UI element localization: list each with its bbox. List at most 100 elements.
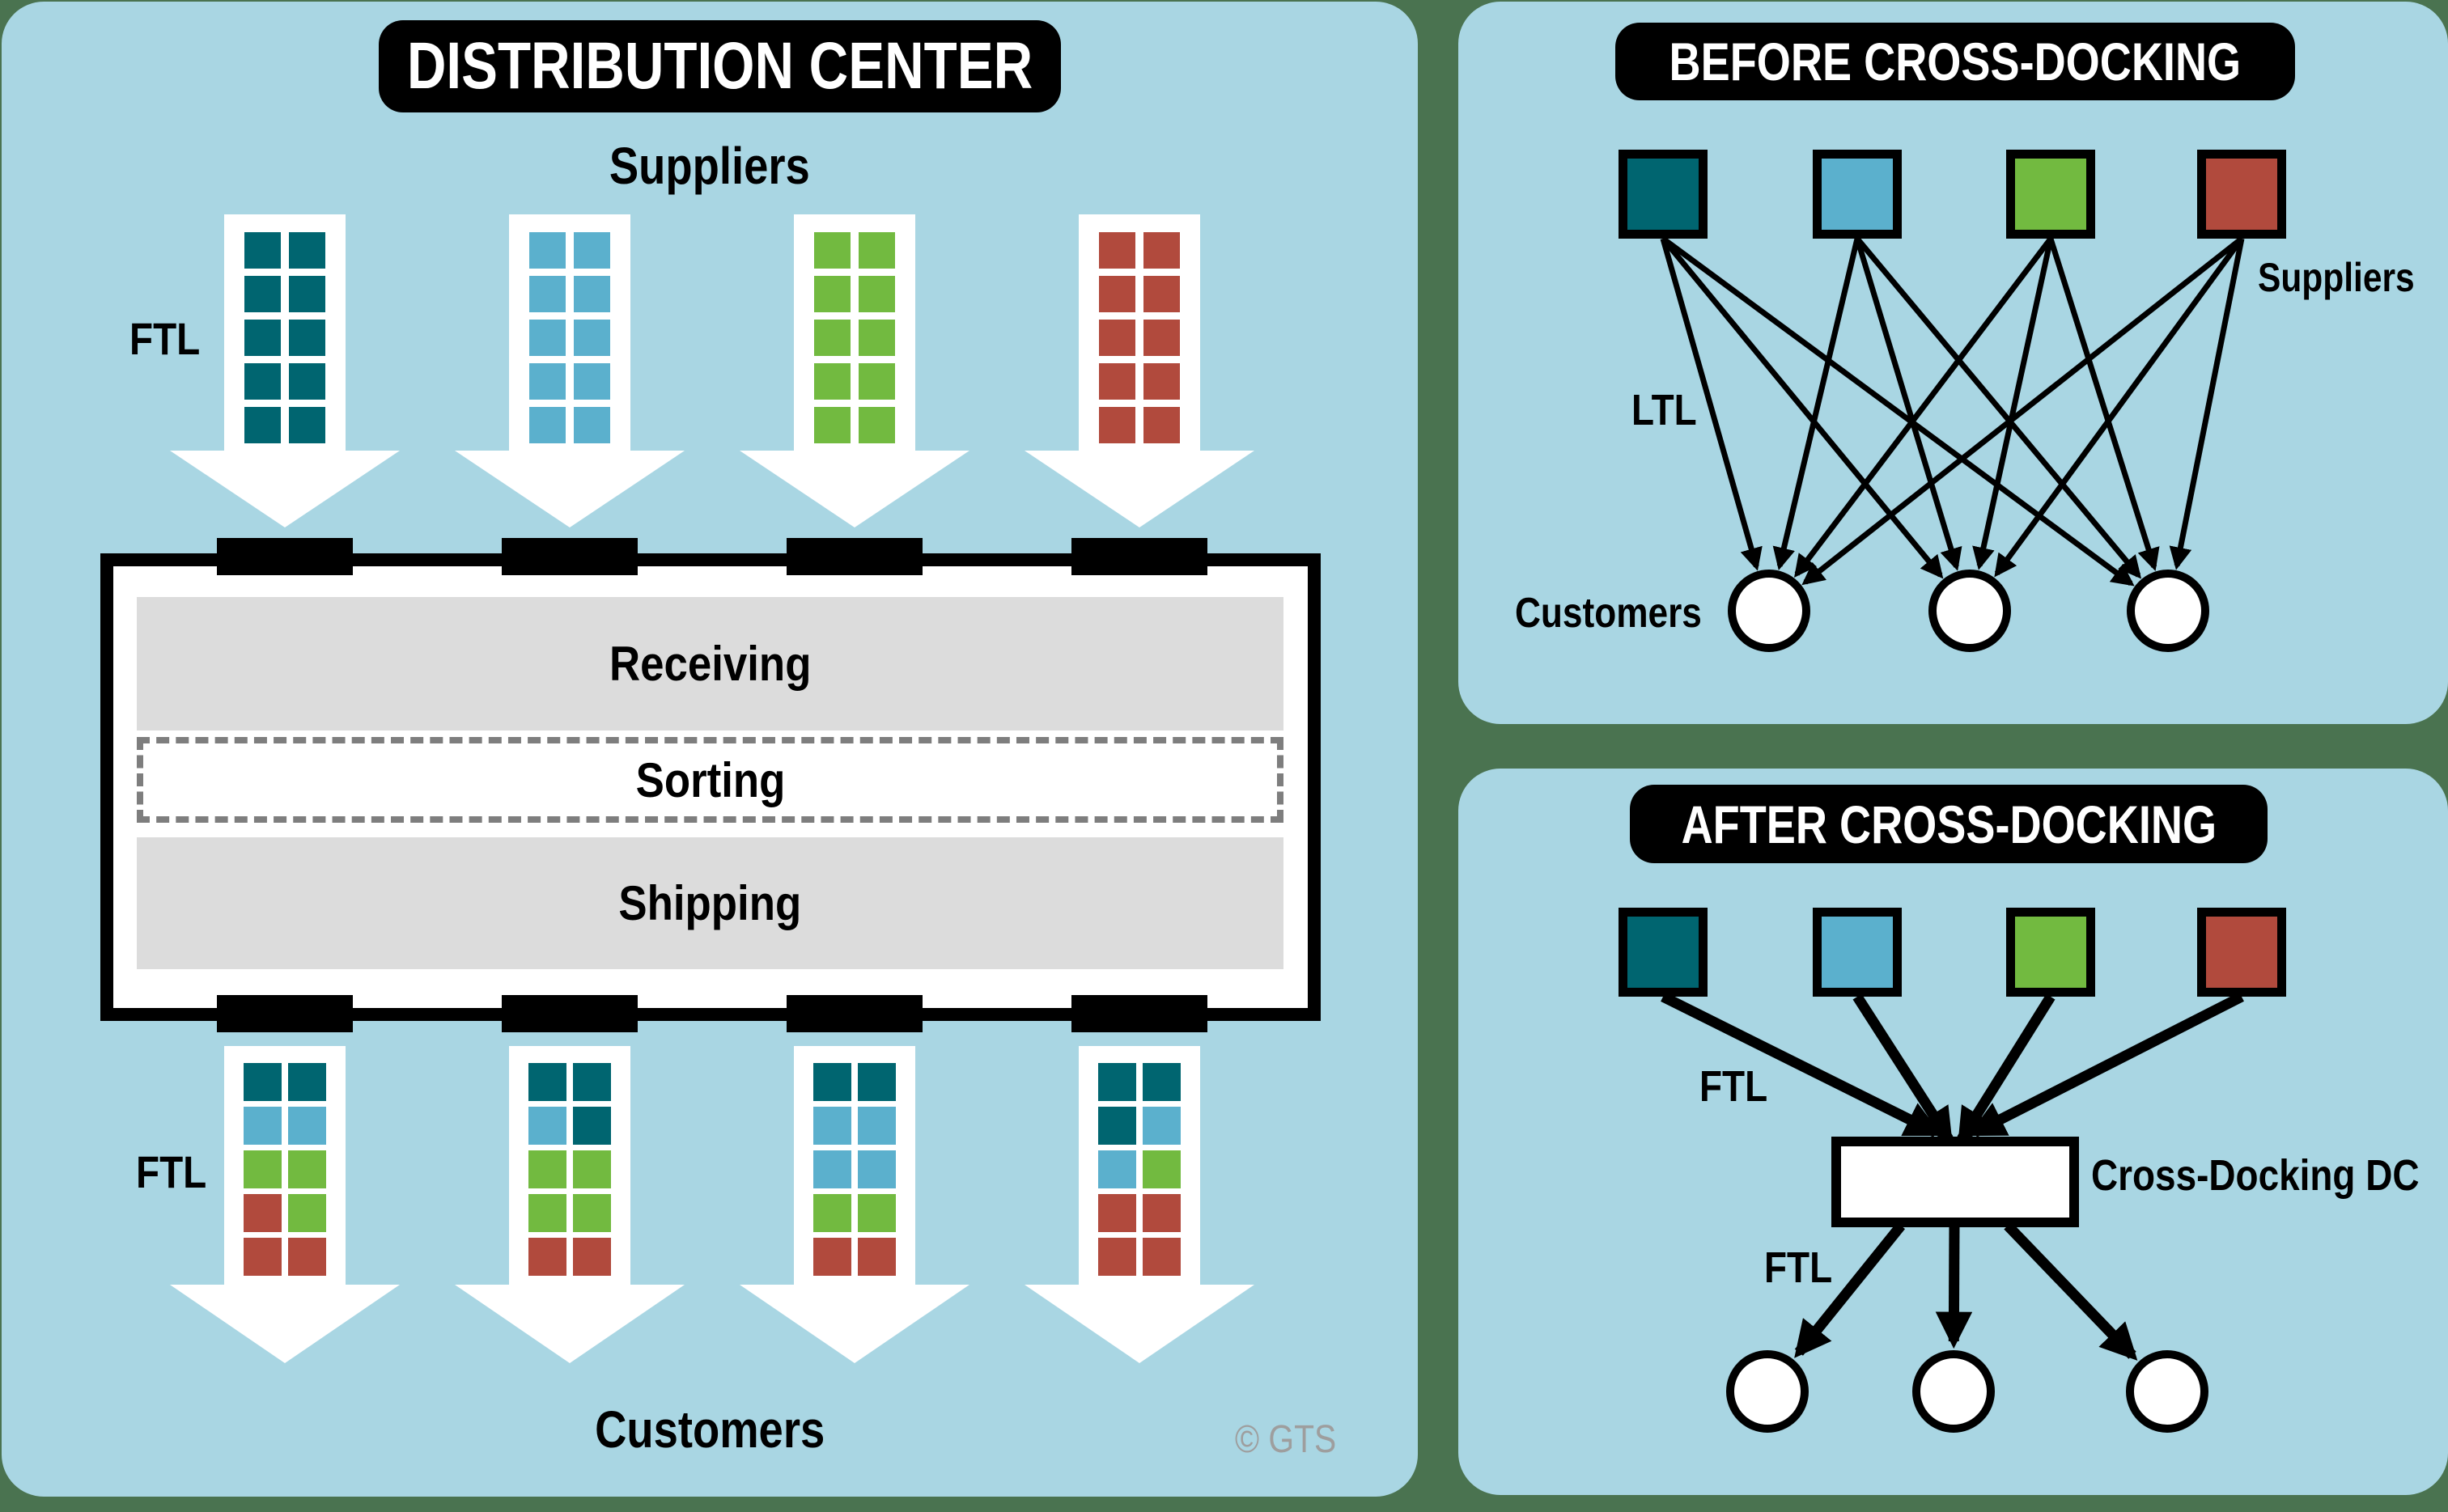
ltl-shipment-arrow (2169, 238, 2245, 570)
pallet-box (528, 1194, 566, 1232)
pallet-box (1143, 1063, 1181, 1101)
pallet-box (289, 363, 325, 400)
pallet-box (813, 1150, 851, 1188)
truck-arrow-shaft (794, 214, 915, 451)
ltl-shipment-arrow (1801, 236, 2244, 586)
pallet-box (289, 407, 325, 443)
truck-arrow-shaft (509, 214, 630, 451)
pallet-box (1143, 276, 1180, 312)
cross-docking-dc-box (1831, 1137, 2079, 1227)
pallet-box (1098, 1238, 1136, 1276)
dock-door (217, 995, 353, 1032)
pallet-box (244, 1194, 282, 1232)
truck-arrow-head (455, 451, 685, 527)
cross-docking-dc-label: Cross-Docking DC (2091, 1151, 2420, 1200)
pallet-box (528, 1063, 566, 1101)
dock-door (217, 538, 353, 575)
pallet-box (814, 232, 851, 269)
ltl-shipment-arrow (1854, 237, 1962, 571)
distribution-center-title: DISTRIBUTION CENTER (379, 20, 1061, 112)
pallet-box (1143, 407, 1180, 443)
pallet-box (1098, 1107, 1136, 1145)
pallet-box (288, 1063, 326, 1101)
pallet-box (244, 407, 281, 443)
ltl-label: LTL (1631, 386, 1697, 434)
truck-arrow-shaft (509, 1046, 630, 1285)
pallet-box (1099, 363, 1135, 400)
supplier-square (2006, 150, 2095, 239)
truck-arrow-head (1025, 451, 1254, 527)
pallet-box (1099, 232, 1135, 269)
pallet-box (813, 1107, 851, 1145)
pallet-box (1098, 1063, 1136, 1101)
ltl-shipment-arrow (1772, 238, 1860, 570)
dock-door (1071, 538, 1207, 575)
customer-circle (2126, 1350, 2208, 1433)
ftl-outbound-arrow (2004, 1222, 2138, 1361)
pallet-box (573, 1150, 611, 1188)
ftl-label-outbound: FTL (1764, 1243, 1833, 1292)
shipping-zone: Shipping (137, 837, 1283, 969)
pallet-box (858, 1107, 896, 1145)
pallet-box (813, 1238, 851, 1276)
distribution-center-title-text: DISTRIBUTION CENTER (406, 29, 1033, 103)
pallet-box (244, 1150, 282, 1188)
pallet-box (1143, 1107, 1181, 1145)
after-cross-docking-panel: AFTER CROSS-DOCKING FTL Cross-Docking DC… (1458, 769, 2448, 1495)
truck-arrow-head (1025, 1285, 1254, 1363)
truck-arrow-shaft (1079, 1046, 1200, 1285)
pallet-box (529, 407, 566, 443)
supplier-square (1813, 908, 1902, 997)
pallet-box (244, 276, 281, 312)
ftl-label-outbound: FTL (136, 1146, 207, 1197)
before-cross-docking-panel: BEFORE CROSS-DOCKING Suppliers LTL Custo… (1458, 2, 2448, 724)
truck-arrow-head (740, 451, 969, 527)
supplier-square (2006, 908, 2095, 997)
pallet-box (573, 1063, 611, 1101)
pallet-box (1098, 1194, 1136, 1232)
ltl-route-network (1660, 236, 2245, 587)
customers-label: Customers (1515, 590, 1702, 637)
ltl-shipment-arrow (1661, 236, 2135, 587)
pallet-box (288, 1107, 326, 1145)
dock-door (787, 995, 923, 1032)
customer-circle (1728, 570, 1810, 652)
pallet-box (1099, 320, 1135, 356)
ltl-shipment-arrow (1855, 236, 2142, 579)
ltl-shipment-arrow (1660, 238, 1763, 571)
pallet-box (528, 1107, 566, 1145)
pallet-box (528, 1150, 566, 1188)
truck-arrow-head (455, 1285, 685, 1363)
pallet-box (244, 320, 281, 356)
dock-door (1071, 995, 1207, 1032)
ltl-shipment-arrow (1794, 236, 2053, 578)
pallet-box (858, 1238, 896, 1276)
pallet-box (814, 407, 851, 443)
ltl-shipment-arrow (1661, 236, 1944, 579)
pallet-box (244, 232, 281, 269)
supplier-square (1619, 908, 1708, 997)
pallet-box (1143, 1194, 1181, 1232)
ftl-outbound-arrow (1794, 1222, 1906, 1358)
copyright-watermark: © GTS (1235, 1418, 1337, 1461)
pallet-box (289, 320, 325, 356)
distribution-center-panel: DISTRIBUTION CENTER Suppliers FTL Receiv… (2, 2, 1418, 1497)
ftl-inbound-arrow (1967, 992, 2244, 1137)
pallet-box (859, 232, 895, 269)
after-title-text: AFTER CROSS-DOCKING (1681, 794, 2217, 854)
supplier-square (2197, 150, 2286, 239)
pallet-box (573, 1107, 611, 1145)
pallet-box (574, 320, 610, 356)
ftl-route-network (1661, 992, 2244, 1361)
pallet-box (574, 407, 610, 443)
customer-circle (1912, 1350, 1995, 1433)
truck-arrow-head (170, 1285, 400, 1363)
pallet-box (813, 1194, 851, 1232)
pallet-box (858, 1194, 896, 1232)
truck-arrow-shaft (794, 1046, 915, 1285)
pallet-box (244, 1107, 282, 1145)
supplier-square (2197, 908, 2286, 997)
supplier-square (1813, 150, 1902, 239)
customer-circle (1726, 1350, 1809, 1433)
